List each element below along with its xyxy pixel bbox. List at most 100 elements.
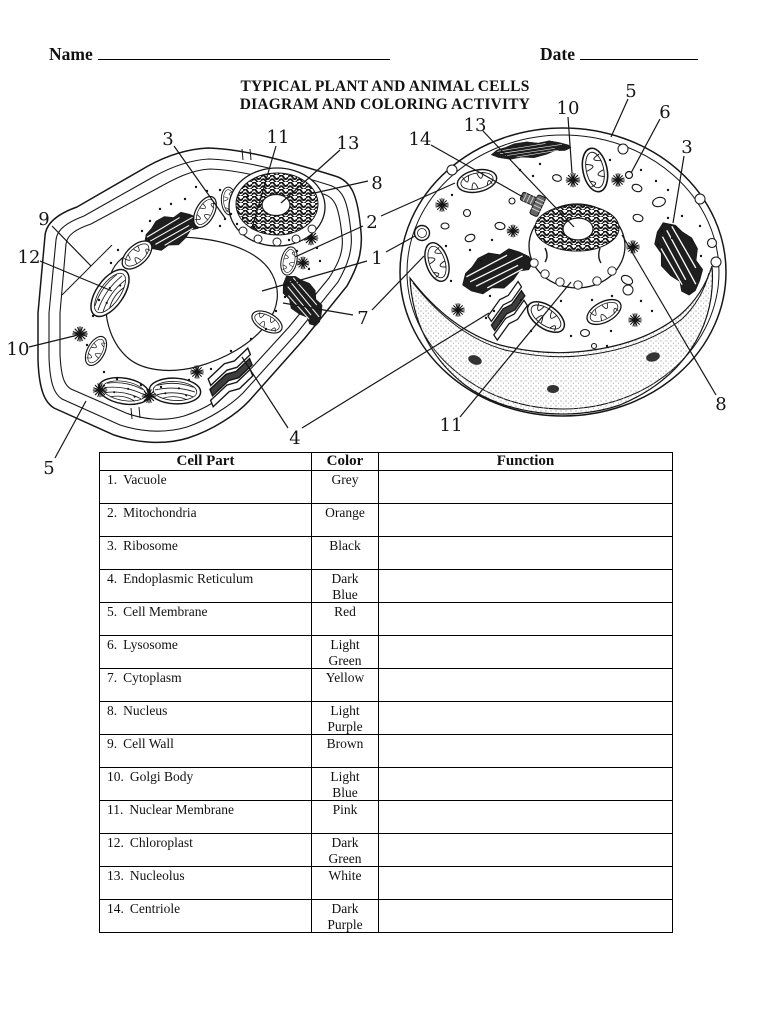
cell-part-number: 9. (107, 736, 118, 751)
cell-part-name: Nucleolus (129, 868, 185, 883)
cell-part-cell: 14.Centriole (99, 899, 312, 933)
cell-part-cell: 1.Vacuole (99, 470, 312, 504)
name-field: Name (49, 44, 390, 65)
function-cell[interactable] (378, 602, 673, 636)
plant-label-13: 13 (337, 133, 360, 154)
plant-nuclear-pores (238, 224, 317, 247)
cell-part-cell: 2.Mitochondria (99, 503, 312, 537)
plant-label-3: 3 (162, 129, 173, 150)
cell-table-body: 1.Vacuole Grey 2.Mitochondria Orange 3.R… (99, 470, 673, 933)
function-cell[interactable] (378, 767, 673, 801)
cell-part-number: 4. (107, 571, 118, 586)
color-value: Grey (331, 472, 359, 487)
cell-part-name: Lysosome (123, 637, 178, 652)
table-row: 7. Cytoplasm Yellow (99, 668, 673, 702)
function-cell[interactable] (378, 569, 673, 603)
date-input-line[interactable] (579, 44, 698, 60)
plant-label-8: 8 (371, 173, 382, 194)
cell-diagrams: 3 11 13 8 2 1 7 4 9 12 10 5 13 14 10 5 6… (7, 81, 727, 479)
color-value: Orange (325, 505, 365, 520)
color-value: White (328, 868, 362, 883)
table-row: 6.Lysosome Light Green (99, 635, 673, 669)
header-function: Function (378, 452, 673, 471)
animal-label-11: 11 (440, 415, 463, 436)
date-field: Date (540, 44, 698, 65)
color-value: Yellow (325, 670, 365, 685)
function-cell[interactable] (378, 800, 673, 834)
cell-part-cell: 3.Ribosome (99, 536, 312, 570)
color-cell: Light Green (311, 635, 379, 669)
cell-part-name: Nucleus (123, 703, 168, 718)
color-cell: Black (311, 536, 379, 570)
cell-part-name: Golgi Body (129, 769, 194, 784)
animal-nucleolus (562, 217, 594, 241)
function-cell[interactable] (378, 536, 673, 570)
cell-part-cell: 13. Nucleolus (99, 866, 312, 900)
cell-part-name: Ribosome (123, 538, 178, 553)
leader-lines (28, 98, 717, 459)
cell-part-name: Chloroplast (129, 835, 193, 850)
cutaway-edge-line (412, 272, 710, 358)
function-cell[interactable] (378, 833, 673, 867)
cell-part-name: Cytoplasm (123, 670, 182, 685)
small-vacuole (413, 224, 431, 242)
plant-vacuole (105, 236, 278, 372)
color-value: Dark Purple (327, 901, 363, 932)
table-row: 8. Nucleus Light Purple (99, 701, 673, 735)
title-line-1: TYPICAL PLANT AND ANIMAL CELLS (240, 78, 530, 95)
cell-part-name: Cell Wall (123, 736, 174, 751)
plant-nucleolus (261, 193, 291, 217)
animal-cell-diagram (399, 127, 727, 417)
worksheet-title: TYPICAL PLANT AND ANIMAL CELLS DIAGRAM A… (0, 78, 770, 114)
plant-label-9: 9 (38, 209, 49, 230)
color-value: Red (334, 604, 356, 619)
function-cell[interactable] (378, 668, 673, 702)
cell-parts-table: Cell Part Color Function 1.Vacuole Grey … (99, 452, 673, 933)
color-cell: Dark Blue (311, 569, 379, 603)
function-cell[interactable] (378, 470, 673, 504)
table-row: 12.Chloroplast Dark Green (99, 833, 673, 867)
color-cell: Pink (311, 800, 379, 834)
plant-label-7: 7 (357, 308, 368, 329)
date-label: Date (540, 44, 575, 64)
name-input-line[interactable] (97, 44, 390, 60)
cell-part-cell: 4.Endoplasmic Reticulum (99, 569, 312, 603)
function-cell[interactable] (378, 635, 673, 669)
lysosome (624, 170, 634, 180)
color-cell: Red (311, 602, 379, 636)
function-cell[interactable] (378, 866, 673, 900)
plant-nucleus (228, 167, 326, 247)
table-header-row: Cell Part Color Function (99, 452, 673, 471)
function-cell[interactable] (378, 701, 673, 735)
title-line-2: DIAGRAM AND COLORING ACTIVITY (239, 96, 531, 113)
header-cell-part: Cell Part (99, 452, 312, 471)
color-cell: Grey (311, 470, 379, 504)
cell-part-cell: 10.Golgi Body (99, 767, 312, 801)
color-cell: Yellow (311, 668, 379, 702)
plant-label-11: 11 (267, 127, 290, 148)
cell-part-name: Mitochondria (123, 505, 197, 520)
cell-part-number: 7. (107, 670, 118, 685)
cell-part-number: 13. (107, 868, 124, 883)
function-cell[interactable] (378, 503, 673, 537)
function-cell[interactable] (378, 899, 673, 933)
color-value: Black (329, 538, 361, 553)
cell-part-number: 8. (107, 703, 118, 718)
table-row: 10.Golgi Body Light Blue (99, 767, 673, 801)
cutaway-divots (468, 352, 660, 393)
color-value: Light Blue (330, 769, 360, 800)
cell-part-number: 5. (107, 604, 118, 619)
function-cell[interactable] (378, 734, 673, 768)
table-row: 1.Vacuole Grey (99, 470, 673, 504)
table-row: 4.Endoplasmic Reticulum Dark Blue (99, 569, 673, 603)
color-cell: Light Purple (311, 701, 379, 735)
color-cell: Brown (311, 734, 379, 768)
cell-part-name: Nuclear Membrane (129, 802, 234, 817)
color-cell: Dark Green (311, 833, 379, 867)
cell-part-cell: 9. Cell Wall (99, 734, 312, 768)
cell-part-cell: 7. Cytoplasm (99, 668, 312, 702)
color-cell: Orange (311, 503, 379, 537)
plant-label-12: 12 (18, 247, 41, 268)
plant-label-1: 1 (371, 248, 382, 269)
color-cell: White (311, 866, 379, 900)
